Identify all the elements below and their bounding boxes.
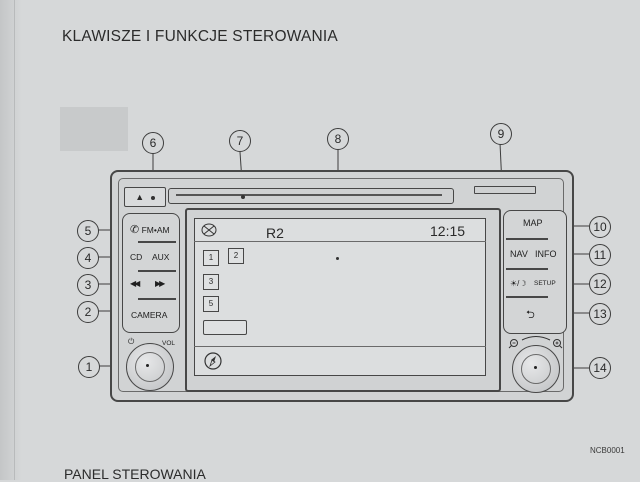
section-heading: PANEL STEROWANIA <box>64 466 206 482</box>
power-icon: ⏻ <box>128 337 135 346</box>
back-button[interactable]: ⮌ <box>526 306 535 325</box>
aux-button[interactable]: AUX <box>152 252 170 262</box>
page-shadow <box>0 0 22 480</box>
info-button[interactable]: INFO <box>535 249 557 259</box>
left-separator-3 <box>138 298 176 300</box>
seek-forward-button[interactable]: ▶▶ <box>155 279 165 288</box>
callout-number: 14 <box>589 357 611 379</box>
cd-slot <box>168 188 454 204</box>
callout-number: 13 <box>589 303 611 325</box>
callout-number: 12 <box>589 273 611 295</box>
eject-indicator-dot <box>150 195 155 200</box>
screen-footer-divider <box>194 346 486 347</box>
callout-number: 11 <box>589 244 611 266</box>
compass-icon[interactable] <box>203 351 223 371</box>
page-title: KLAWISZE I FUNKCJE STEROWANIA <box>62 28 338 45</box>
eject-icon: ▲ <box>135 192 145 202</box>
volume-power-knob[interactable] <box>126 343 174 391</box>
page-edge <box>14 0 15 480</box>
seek-back-icon: ◀◀ <box>130 279 140 288</box>
station-name: R2 <box>266 225 284 241</box>
seek-forward-icon: ▶▶ <box>155 279 165 288</box>
screen-center-dot <box>336 257 339 260</box>
figure-reference-code: NCB0001 <box>590 446 625 455</box>
callout-number: 6 <box>142 132 164 154</box>
right-separator-3 <box>506 296 548 298</box>
sd-card-slot <box>474 186 536 194</box>
gray-placeholder-block <box>60 107 128 151</box>
right-separator-1 <box>506 238 548 240</box>
preset-button[interactable]: 5 <box>203 296 219 312</box>
cd-slot-marker <box>241 195 245 199</box>
preset-button[interactable]: 1 <box>203 250 219 266</box>
screen-header-divider <box>194 241 486 242</box>
left-separator-2 <box>138 270 176 272</box>
callout-number: 10 <box>589 216 611 238</box>
zoom-icons <box>508 336 563 349</box>
left-separator-1 <box>138 241 176 243</box>
fm-am-label: FM•AM <box>141 225 170 235</box>
right-button-panel <box>503 210 567 334</box>
callout-number: 4 <box>77 247 99 269</box>
back-arrow-icon: ⮌ <box>526 309 535 321</box>
preset-button[interactable]: 3 <box>203 274 219 290</box>
callout-number: 8 <box>327 128 349 150</box>
volume-label: VOL <box>162 340 176 347</box>
source-menu-icon[interactable] <box>200 222 218 238</box>
eject-button[interactable]: ▲ <box>124 187 166 207</box>
map-button[interactable]: MAP <box>523 218 543 228</box>
callout-number: 3 <box>77 274 99 296</box>
right-separator-2 <box>506 268 548 270</box>
touch-display[interactable] <box>194 218 486 376</box>
callout-number: 9 <box>490 123 512 145</box>
setup-button[interactable]: SETUP <box>534 280 556 287</box>
callout-number: 1 <box>78 356 100 378</box>
preset-button-empty[interactable] <box>203 320 247 335</box>
callout-number: 7 <box>229 130 251 152</box>
callout-number: 2 <box>77 301 99 323</box>
brightness-button[interactable]: ☀/☽ <box>510 279 527 288</box>
cd-button[interactable]: CD <box>130 252 143 262</box>
nav-button[interactable]: NAV <box>510 249 528 259</box>
preset-button[interactable]: 2 <box>228 248 244 264</box>
brightness-icon: ☀/☽ <box>510 279 527 288</box>
callout-number: 5 <box>77 220 99 242</box>
clock: 12:15 <box>430 223 466 239</box>
knob-center-dot <box>534 366 537 369</box>
left-button-panel <box>122 213 180 333</box>
seek-back-button[interactable]: ◀◀ <box>130 279 140 288</box>
camera-button[interactable]: CAMERA <box>131 310 168 320</box>
phone-icon: ✆ <box>130 224 140 236</box>
knob-center-dot <box>146 364 149 367</box>
cd-slot-opening <box>176 194 442 196</box>
fm-am-button[interactable]: ✆ FM•AM <box>130 223 170 236</box>
tune-scroll-knob[interactable] <box>512 345 560 393</box>
